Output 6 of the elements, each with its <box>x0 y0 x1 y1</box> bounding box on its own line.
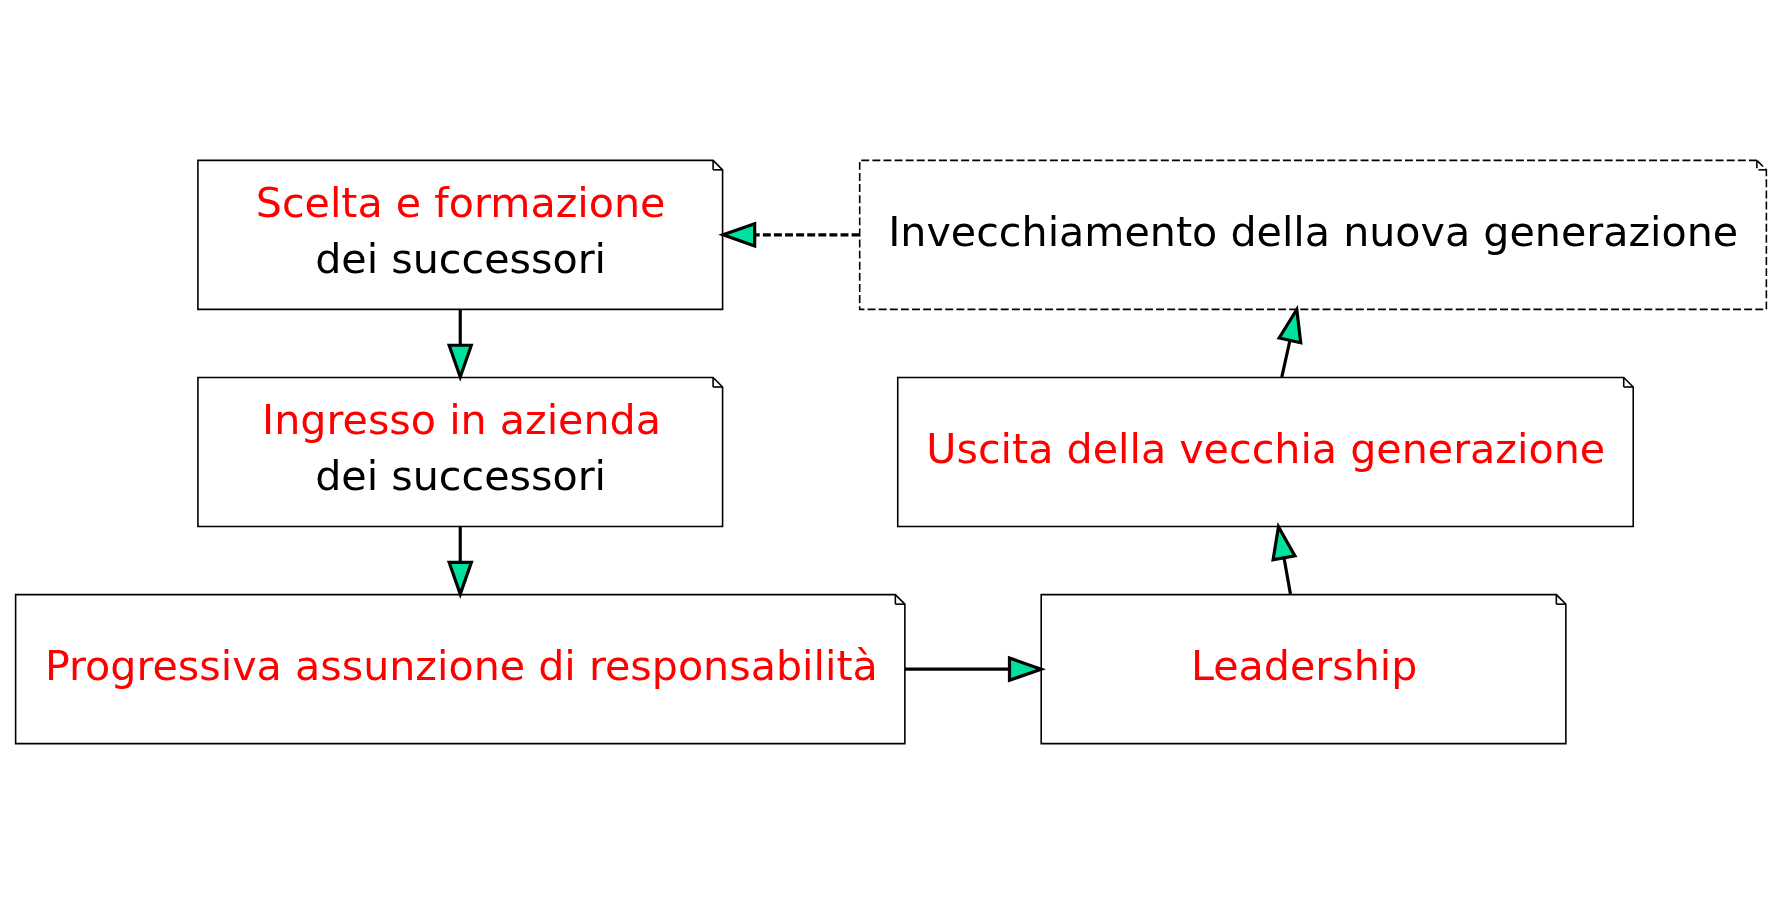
arrow <box>446 308 474 382</box>
arrow <box>446 526 474 599</box>
arrow <box>1276 304 1303 377</box>
arrow <box>718 221 860 248</box>
arrow <box>904 655 1046 682</box>
arrow <box>1271 521 1298 594</box>
